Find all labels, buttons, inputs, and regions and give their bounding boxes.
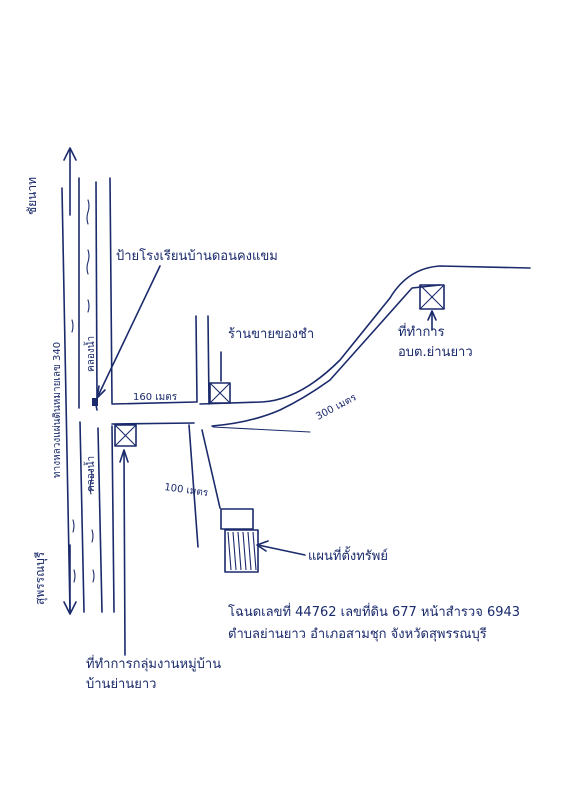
main-highway bbox=[61, 177, 115, 613]
south-arrow-icon bbox=[63, 544, 77, 615]
south-direction-label: สุพรรณบุรี bbox=[33, 551, 48, 605]
dist-300-label: 300 เมตร bbox=[314, 392, 359, 423]
parcel-pointer bbox=[256, 540, 306, 556]
distance-300: 300 เมตร bbox=[212, 392, 359, 433]
village-office-label-line2: บ้านย่านยาว bbox=[86, 677, 156, 692]
village-office-pointer bbox=[119, 449, 129, 656]
dist-100-label: 100 เมตร bbox=[164, 482, 210, 499]
tambon-office-label-line2: อบต.ย่านยาว bbox=[398, 345, 473, 360]
distance-100: 100 เมตร bbox=[164, 482, 210, 499]
hatched-plot-icon bbox=[220, 508, 259, 573]
dist-160-label: 160 เมตร bbox=[133, 392, 178, 403]
tambon-office-pointer bbox=[427, 310, 437, 331]
main-road-label: ทางหลวงแผ่นดินหมายเลข 340 bbox=[52, 342, 63, 478]
school-sign-label: ป้ายโรงเรียนบ้านดอนคงแขม bbox=[116, 248, 278, 264]
school-pointer bbox=[96, 265, 161, 399]
deed-note-line2: ตำบลย่านยาว อำเภอสามชุก จังหวัดสุพรรณบุร… bbox=[228, 626, 487, 642]
north-direction-label: ชัยนาท bbox=[25, 177, 39, 215]
side-road bbox=[94, 265, 531, 548]
deed-note-line1: โฉนดเลขที่ 44762 เลขที่ดิน 677 หน้าสำรวจ… bbox=[228, 603, 520, 620]
village-office-label-line1: ที่ทำการกลุ่มงานหมู่บ้าน bbox=[86, 655, 221, 672]
shop-label: ร้านขายของชำ bbox=[228, 327, 314, 342]
north-arrow-icon bbox=[63, 147, 77, 216]
boxed-x-icon bbox=[114, 424, 137, 447]
tambon-office-label-line1: ที่ทำการ bbox=[398, 323, 445, 340]
lane-north-label: คลองน้ำ bbox=[83, 336, 97, 372]
lane-south-label: คลองน้ำ bbox=[83, 456, 97, 492]
school-sign-marker bbox=[92, 398, 98, 406]
boxed-x-icon bbox=[419, 284, 445, 310]
distance-160: 160 เมตร bbox=[133, 392, 178, 403]
parcel-label: แผนที่ตั้งทรัพย์ bbox=[308, 546, 388, 564]
boxed-x-icon bbox=[209, 382, 231, 404]
